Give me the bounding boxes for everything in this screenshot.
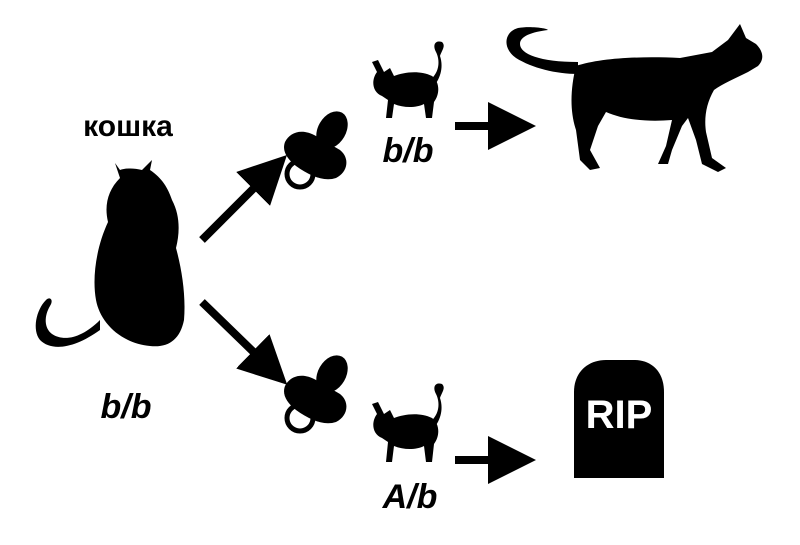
offspring-top-genotype: b/b <box>383 132 434 170</box>
tombstone-text: RIP <box>586 393 653 437</box>
parent-genotype: b/b <box>101 388 152 426</box>
pacifier-icon <box>284 355 348 434</box>
tombstone-icon: RIP <box>574 360 664 478</box>
parent-title: кошка <box>83 110 173 143</box>
walking-cat-icon <box>506 24 763 172</box>
pacifier-icon <box>284 111 348 190</box>
offspring-bottom-genotype: A/b <box>382 478 438 516</box>
sitting-cat-icon <box>35 160 185 347</box>
arrow-icon <box>199 299 288 385</box>
kitten-icon <box>372 383 444 462</box>
kitten-icon <box>372 41 444 118</box>
arrow-icon <box>199 155 287 243</box>
